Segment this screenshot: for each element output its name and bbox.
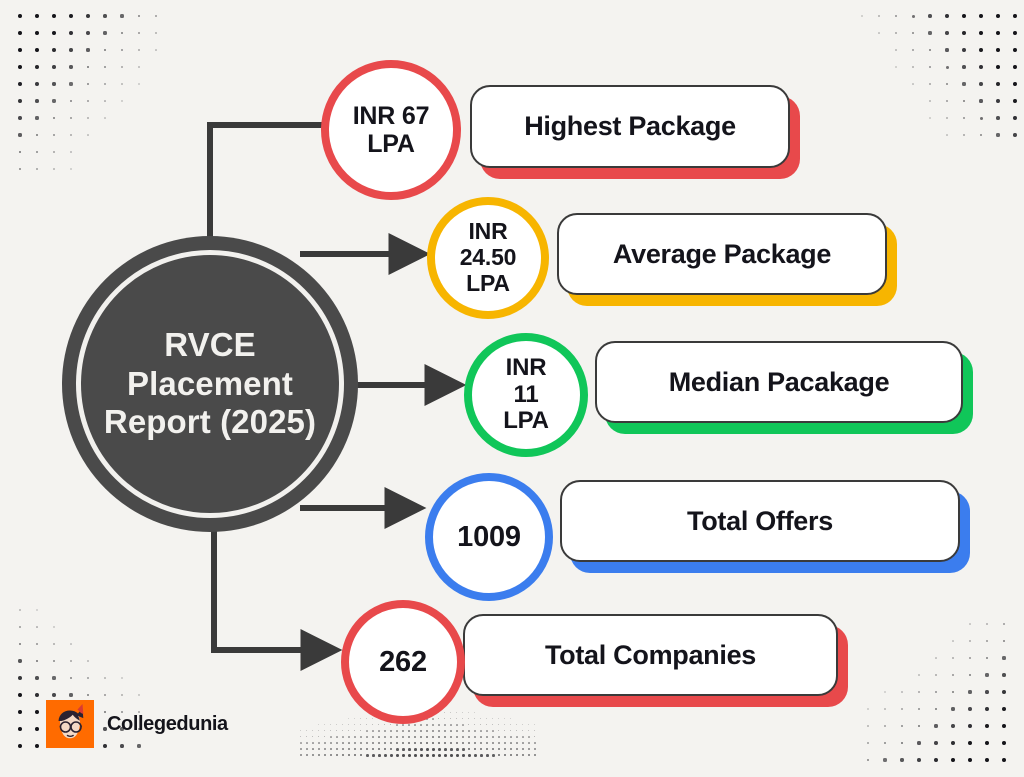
label-card-highest-package[interactable]: Highest Package xyxy=(470,85,800,179)
value-bubble-highest-package[interactable]: INR 67 LPA xyxy=(321,60,461,200)
value-line: INR xyxy=(468,218,508,245)
value-text-median-package: INR 11 LPA xyxy=(503,353,549,436)
card-label-median-package: Median Pacakage xyxy=(668,366,890,397)
card-face-average-package: Average Package xyxy=(557,213,887,295)
hub-inner-ring xyxy=(76,250,344,518)
value-line: 262 xyxy=(379,645,427,678)
value-line: LPA xyxy=(503,407,549,435)
value-text-total-offers: 1009 xyxy=(457,521,521,553)
card-label-total-offers: Total Offers xyxy=(687,505,833,536)
card-face-median-package: Median Pacakage xyxy=(595,341,963,423)
value-text-highest-package: INR 67 LPA xyxy=(353,102,430,158)
value-text-average-package: INR 24.50 LPA xyxy=(460,219,517,296)
value-line: 11 xyxy=(513,380,539,408)
hub-node[interactable]: RVCE Placement Report (2025) xyxy=(62,236,358,532)
value-bubble-total-companies[interactable]: 262 xyxy=(341,600,465,724)
value-line: INR 67 xyxy=(352,102,430,130)
connector-total-companies xyxy=(211,530,343,671)
card-face-highest-package: Highest Package xyxy=(470,85,790,168)
label-card-total-offers[interactable]: Total Offers xyxy=(560,480,970,573)
label-card-average-package[interactable]: Average Package xyxy=(557,213,897,306)
value-bubble-total-offers[interactable]: 1009 xyxy=(425,473,553,601)
label-card-total-companies[interactable]: Total Companies xyxy=(463,614,848,707)
value-line: 24.50 xyxy=(459,244,517,271)
value-bubble-median-package[interactable]: INR 11 LPA xyxy=(464,333,588,457)
card-label-highest-package: Highest Package xyxy=(524,111,736,141)
value-line: 1009 xyxy=(457,520,521,553)
label-card-median-package[interactable]: Median Pacakage xyxy=(595,341,973,434)
card-face-total-offers: Total Offers xyxy=(560,480,960,562)
hub-title: RVCE Placement Report (2025) xyxy=(103,325,317,441)
student-face-logo-icon xyxy=(46,700,94,748)
value-bubble-average-package[interactable]: INR 24.50 LPA xyxy=(427,197,549,319)
card-label-average-package: Average Package xyxy=(612,238,832,269)
brand-logo[interactable]: Collegedunia xyxy=(46,700,228,748)
value-line: LPA xyxy=(367,130,415,158)
value-text-total-companies: 262 xyxy=(379,646,427,678)
card-label-total-companies: Total Companies xyxy=(544,639,757,670)
brand-name: Collegedunia xyxy=(107,712,228,735)
value-line: LPA xyxy=(466,269,510,296)
card-face-total-companies: Total Companies xyxy=(463,614,838,696)
value-line: INR xyxy=(505,353,547,381)
